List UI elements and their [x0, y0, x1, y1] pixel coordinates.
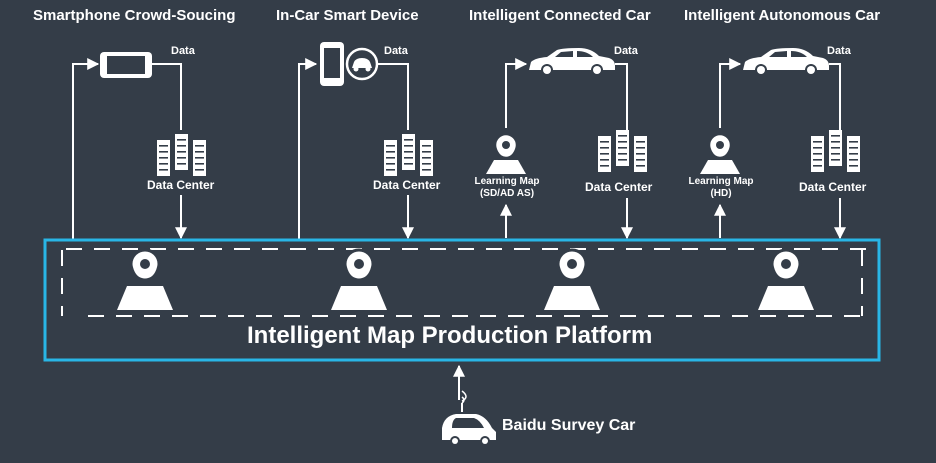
data-center-icon	[384, 134, 433, 176]
smartphone-icon	[100, 52, 152, 78]
learning-map-label: Learning Map (SD/AD AS)	[462, 176, 552, 200]
learning-map-label-line2: (HD)	[710, 188, 732, 199]
column-title-autonomous-car: Intelligent Autonomous Car	[684, 7, 881, 24]
learning-map-label-line1: Learning Map	[688, 176, 754, 187]
survey-car-icon	[442, 390, 496, 446]
data-center-icon	[598, 130, 647, 172]
data-center-label: Data Center	[373, 178, 441, 192]
platform-box	[43, 238, 881, 362]
map-pin-icon	[329, 248, 389, 312]
data-label: Data	[827, 45, 851, 57]
platform-title: Intelligent Map Production Platform	[247, 322, 653, 349]
learning-map-label-line2: (SD/AD AS)	[479, 188, 535, 199]
data-label: Data	[171, 45, 195, 57]
data-center-icon	[811, 130, 860, 172]
car-icon	[743, 48, 829, 76]
learning-map-icon	[698, 132, 742, 176]
learning-map-label: Learning Map (HD)	[676, 176, 766, 200]
data-center-label: Data Center	[147, 178, 215, 192]
car-icon	[529, 48, 615, 76]
column-title-connected-car: Intelligent Connected Car	[469, 7, 651, 24]
data-flow-arrows-col1	[72, 58, 187, 240]
learning-map-label-line1: Learning Map	[474, 176, 540, 187]
data-flow-arrows-col4	[714, 58, 846, 240]
data-flow-arrows-col3	[500, 58, 633, 240]
data-label: Data	[384, 45, 408, 57]
learning-map-icon	[484, 132, 528, 176]
column-title-smartphone: Smartphone Crowd-Soucing	[33, 7, 236, 24]
data-label: Data	[614, 45, 638, 57]
data-center-label: Data Center	[799, 180, 867, 194]
data-center-label: Data Center	[585, 180, 653, 194]
platform-dashed-track	[61, 248, 866, 317]
in-car-device-icon	[320, 42, 379, 86]
map-pin-icon	[115, 248, 175, 312]
data-center-icon	[157, 134, 206, 176]
survey-car-label: Baidu Survey Car	[502, 417, 636, 434]
data-flow-arrows-col2	[298, 58, 414, 240]
map-pin-icon	[542, 248, 602, 312]
column-title-in-car-device: In-Car Smart Device	[276, 7, 419, 24]
map-pin-icon	[756, 248, 816, 312]
